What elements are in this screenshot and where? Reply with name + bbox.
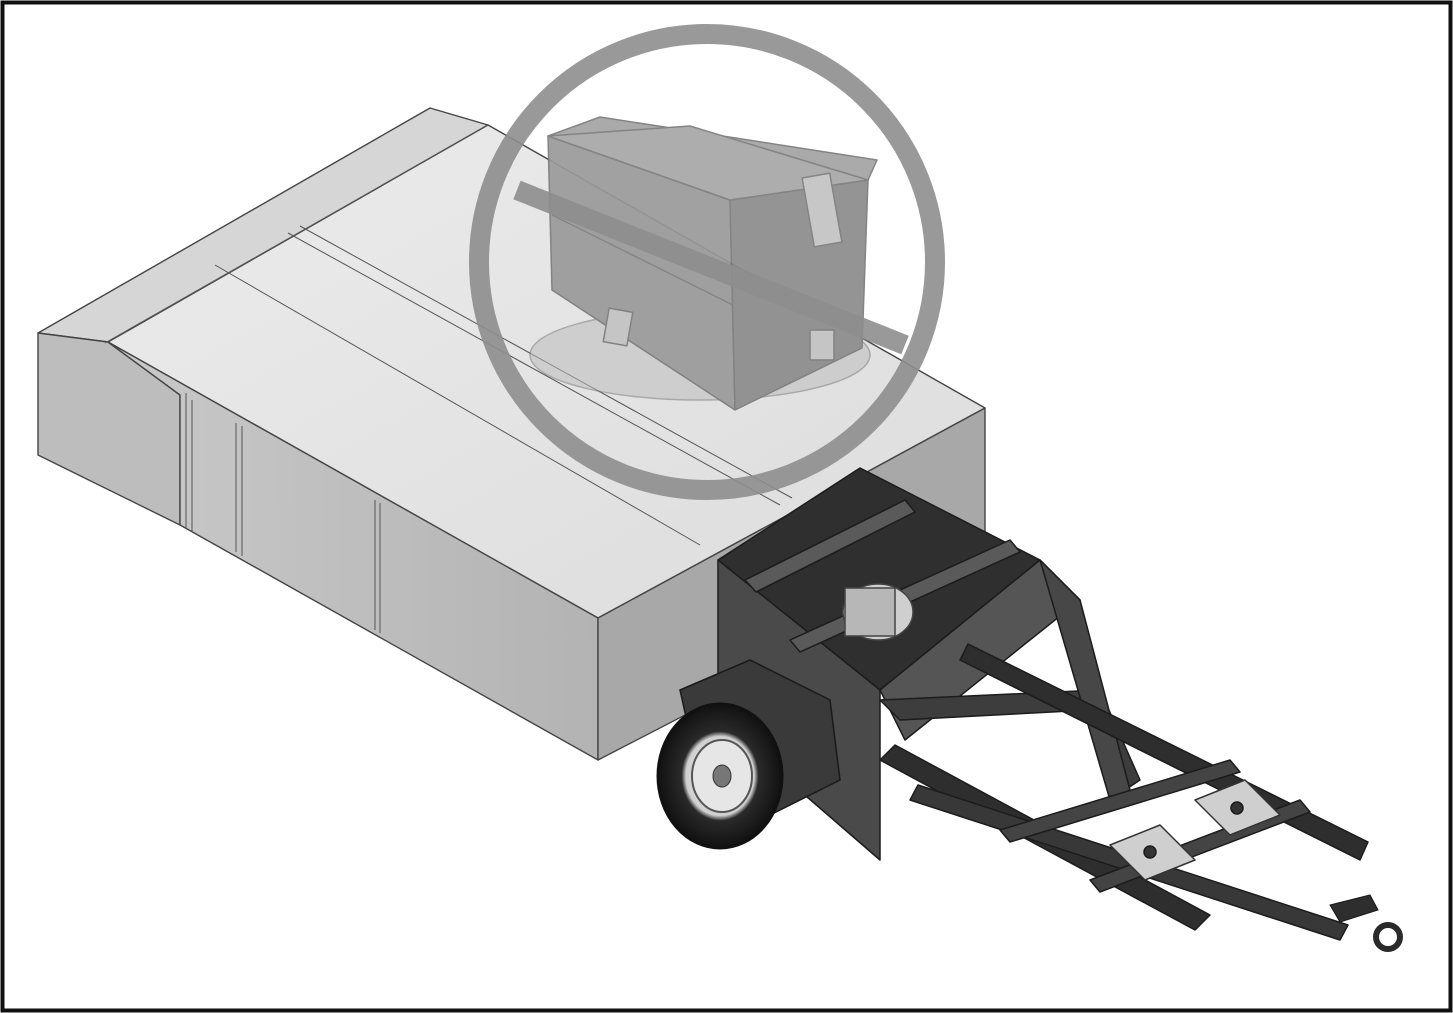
side-face (107, 341, 599, 761)
hitch-ring (1329, 894, 1403, 952)
prohibition-circle (469, 24, 945, 500)
panel-seams (104, 124, 793, 633)
prohibition-symbol (469, 24, 945, 500)
cargo-box (529, 116, 878, 411)
box-label (801, 172, 843, 248)
wheel-assembly (656, 659, 841, 850)
box-top (547, 125, 869, 201)
prohibition-slash (513, 180, 909, 355)
trailer-chassis (717, 467, 1369, 941)
